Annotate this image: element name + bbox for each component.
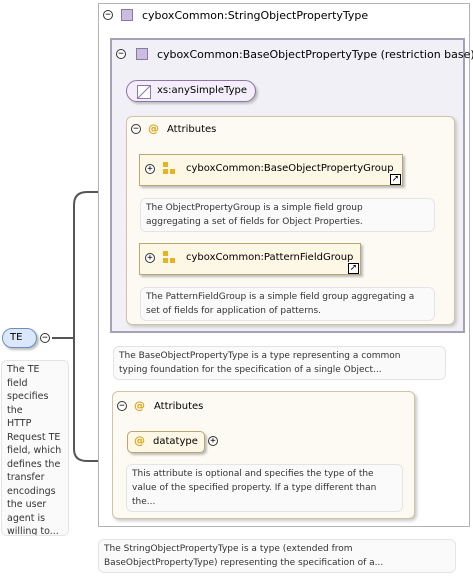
base-type-collapse-toggle[interactable]: − bbox=[116, 49, 126, 59]
complex-type-icon bbox=[121, 9, 133, 21]
at-sign-icon: @ bbox=[148, 122, 159, 135]
at-sign-icon: @ bbox=[134, 434, 145, 447]
at-sign-icon: @ bbox=[134, 399, 145, 412]
datatype-attribute[interactable] bbox=[127, 431, 205, 453]
doc-line: field, which bbox=[7, 445, 62, 456]
group-expand-toggle[interactable]: + bbox=[145, 253, 155, 263]
element-doc: The TE field specifies the HTTP Request … bbox=[1, 360, 69, 536]
doc-line: The StringObjectPropertyType is a type (… bbox=[104, 544, 353, 554]
base-type-title: cyboxCommon:BaseObjectPropertyType (rest… bbox=[157, 48, 473, 61]
doc-line: This attribute is optional and specifies… bbox=[132, 469, 374, 479]
group-expand-toggle[interactable]: + bbox=[145, 164, 155, 174]
base-type-doc: The BaseObjectPropertyType is a type rep… bbox=[113, 346, 446, 380]
doc-line: field bbox=[7, 377, 28, 389]
string-type-collapse-toggle[interactable]: − bbox=[103, 10, 113, 20]
jump-arrow-icon[interactable]: ➚ bbox=[390, 174, 401, 185]
group-name: cyboxCommon:BaseObjectPropertyGroup bbox=[186, 163, 394, 174]
doc-line: typing foundation for the specification … bbox=[119, 365, 382, 375]
group-doc: The PatternFieldGroup is a simple field … bbox=[140, 287, 435, 321]
attributes-collapse-toggle[interactable]: − bbox=[117, 401, 127, 411]
doc-line: The BaseObjectPropertyType is a type rep… bbox=[119, 351, 401, 361]
doc-line: the... bbox=[132, 497, 156, 507]
attribute-group-icon bbox=[163, 251, 177, 264]
doc-line: encodings bbox=[7, 485, 56, 497]
base-attributes-collapse-toggle[interactable]: − bbox=[131, 124, 141, 134]
complex-type-icon bbox=[136, 48, 148, 60]
datatype-expand-toggle[interactable]: + bbox=[208, 436, 218, 446]
doc-line: The PatternFieldGroup is a simple field … bbox=[146, 292, 415, 302]
group-name: cyboxCommon:PatternFieldGroup bbox=[186, 252, 354, 263]
base-attributes-label: Attributes bbox=[167, 124, 217, 135]
simple-base-type-label: xs:anySimpleType bbox=[157, 85, 247, 96]
doc-line: BaseObjectPropertyType) representing the… bbox=[104, 558, 384, 568]
doc-line: value of the specified property. If a ty… bbox=[132, 483, 377, 493]
attribute-group-icon bbox=[163, 162, 177, 175]
attributes-label: Attributes bbox=[154, 401, 204, 412]
simple-type-icon bbox=[137, 85, 151, 99]
doc-line: specifies the bbox=[7, 391, 49, 416]
connector-to-attributes bbox=[73, 338, 112, 462]
doc-line: HTTP bbox=[7, 418, 32, 429]
element-name: TE bbox=[10, 332, 23, 343]
string-type-doc: The StringObjectPropertyType is a type (… bbox=[98, 539, 456, 573]
datatype-doc: This attribute is optional and specifies… bbox=[126, 464, 403, 512]
datatype-attribute-name: datatype bbox=[153, 436, 198, 447]
doc-line: The TE bbox=[7, 364, 40, 375]
doc-line: the user bbox=[7, 499, 47, 510]
doc-line: agent is bbox=[7, 512, 46, 524]
connector-to-base-type bbox=[52, 191, 112, 339]
jump-arrow-icon[interactable]: ➚ bbox=[348, 263, 359, 274]
doc-line: The ObjectPropertyGroup is a simple fiel… bbox=[146, 203, 363, 213]
group-doc: The ObjectPropertyGroup is a simple fiel… bbox=[140, 198, 435, 232]
doc-line: Request TE bbox=[7, 431, 61, 443]
doc-line: transfer bbox=[7, 472, 45, 483]
element-te[interactable]: TE bbox=[2, 328, 37, 348]
attribute-group-base-object-property[interactable] bbox=[139, 154, 403, 186]
simple-base-type[interactable]: xs:anySimpleType bbox=[126, 80, 256, 102]
doc-line: aggregating a set of fields for Object P… bbox=[146, 217, 363, 227]
doc-line: willing to... bbox=[7, 526, 59, 536]
attribute-group-pattern-field[interactable] bbox=[139, 243, 361, 275]
string-type-title: cyboxCommon:StringObjectPropertyType bbox=[142, 9, 369, 22]
doc-line: defines the bbox=[7, 458, 61, 470]
doc-line: set of fields for application of pattern… bbox=[146, 306, 322, 316]
element-collapse-toggle[interactable]: − bbox=[40, 333, 50, 343]
